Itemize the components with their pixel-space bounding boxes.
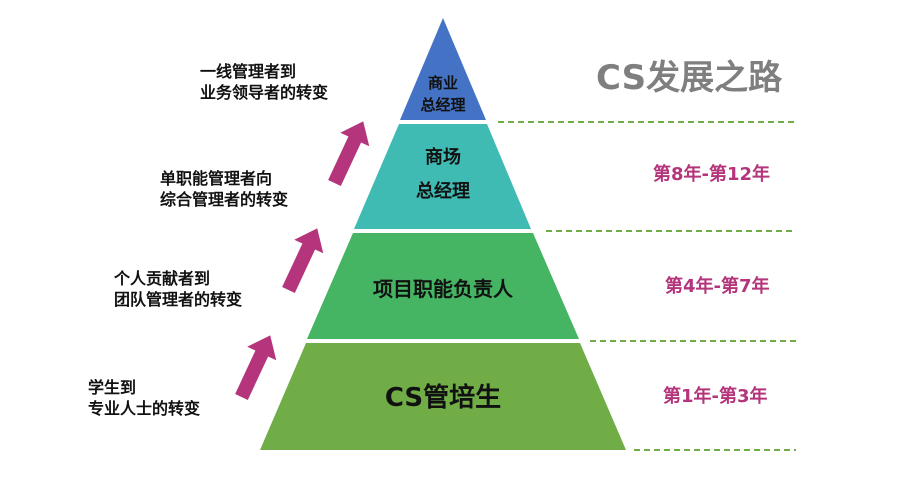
years-label-2: 第4年-第7年 (665, 276, 770, 297)
pyramid-level-3 (307, 233, 579, 339)
transition-label-2: 单职能管理者向 综合管理者的转变 (160, 168, 288, 210)
transition-line: 个人贡献者到 (114, 269, 211, 288)
level-2-line1: 商场 (425, 146, 461, 168)
transition-line: 综合管理者的转变 (160, 190, 289, 209)
level-3-label: 项目职能负责人 (373, 277, 514, 301)
level-2-line2: 总经理 (416, 180, 470, 202)
transition-line: 学生到 (88, 378, 137, 397)
level-top-line1: 商业 (428, 74, 458, 92)
arrow-up-icon-3 (328, 121, 370, 186)
level-bottom-label: CS管培生 (385, 383, 501, 413)
transition-line: 一线管理者到 (200, 62, 297, 81)
arrow-up-icon-1 (235, 335, 277, 400)
transition-label-1: 一线管理者到 业务领导者的转变 (200, 61, 328, 103)
years-label-1: 第8年-第12年 (653, 164, 771, 185)
transition-line: 专业人士的转变 (88, 399, 201, 418)
years-label-3: 第1年-第3年 (663, 386, 768, 407)
transition-line: 团队管理者的转变 (114, 290, 243, 309)
pyramid-level-bottom (260, 343, 626, 450)
diagram-title: CS发展之路 (596, 58, 783, 98)
pyramid-level-2 (354, 124, 531, 229)
transition-line: 业务领导者的转变 (200, 83, 329, 102)
transition-line: 单职能管理者向 (160, 169, 273, 188)
transition-label-3: 个人贡献者到 团队管理者的转变 (114, 268, 242, 310)
transition-label-4: 学生到 专业人士的转变 (88, 377, 200, 419)
arrow-up-icon-2 (282, 228, 324, 293)
pyramid-level-top (400, 18, 486, 120)
level-top-line2: 总经理 (420, 96, 465, 114)
